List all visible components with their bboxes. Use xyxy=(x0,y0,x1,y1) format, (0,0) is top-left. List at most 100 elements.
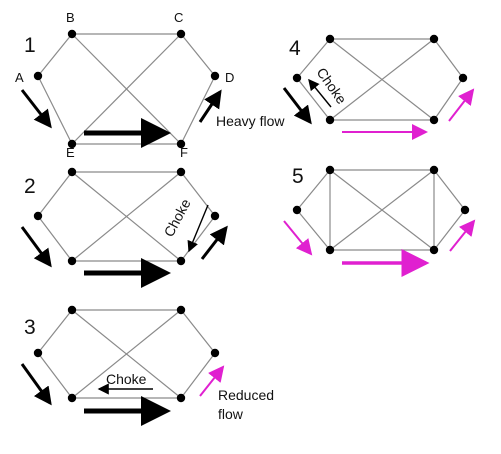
choke-arrow xyxy=(187,204,209,253)
node xyxy=(210,211,220,221)
reduced-flow-arrow-right xyxy=(449,219,476,252)
node xyxy=(67,167,77,177)
node-label-a: A xyxy=(15,70,24,85)
panel-5: 5 xyxy=(283,165,476,277)
node xyxy=(33,348,43,358)
flow-arrow xyxy=(20,226,52,268)
choke-label: Choke xyxy=(314,65,350,108)
panel-1-nodes xyxy=(33,29,220,149)
edge-d-f xyxy=(180,75,216,145)
node xyxy=(460,205,470,215)
node xyxy=(429,165,439,175)
node-d xyxy=(210,71,220,81)
panel-3-nodes xyxy=(33,305,220,403)
node xyxy=(67,305,77,315)
panel-1-edges xyxy=(37,33,216,145)
node-label-b: B xyxy=(66,10,75,25)
edge xyxy=(37,171,73,217)
panel-number: 2 xyxy=(24,175,36,198)
node xyxy=(429,245,439,255)
panel-number: 1 xyxy=(24,34,36,57)
edge-c-e xyxy=(71,33,182,145)
reduced-flow-label-line1: Reduced xyxy=(218,387,274,403)
flow-arrow xyxy=(200,225,228,260)
node-b xyxy=(67,29,77,39)
edge xyxy=(180,171,216,217)
edge xyxy=(433,209,466,251)
node xyxy=(176,393,186,403)
edge xyxy=(71,171,182,262)
flow-arrow xyxy=(282,87,312,125)
node xyxy=(176,167,186,177)
panel-4: 4 Choke xyxy=(282,34,475,140)
panel-2-nodes xyxy=(33,167,220,266)
panel-number: 4 xyxy=(289,37,301,60)
edge xyxy=(180,352,216,399)
panel-number: 5 xyxy=(292,165,304,188)
reduced-flow-arrow-right xyxy=(448,88,475,122)
flow-arrow-f-d xyxy=(198,89,222,123)
node xyxy=(176,256,186,266)
edge xyxy=(329,169,435,251)
panel-5-edges xyxy=(296,169,466,251)
panel-3: 3 Choke Reduced flow xyxy=(20,305,274,426)
node xyxy=(67,393,77,403)
heavy-flow-label: Heavy flow xyxy=(216,113,285,129)
node-e xyxy=(67,139,77,149)
flow-arrow xyxy=(20,363,52,406)
reduced-flow-label-line2: flow xyxy=(218,406,244,422)
node xyxy=(210,348,220,358)
node xyxy=(325,245,335,255)
panel-4-edges xyxy=(296,38,464,121)
node-c xyxy=(176,29,186,39)
panel-2-edges xyxy=(37,171,216,262)
edge xyxy=(433,38,464,79)
node-a xyxy=(33,71,43,81)
node xyxy=(458,73,468,83)
node-label-e: E xyxy=(66,145,75,160)
node xyxy=(429,34,439,44)
edge xyxy=(329,38,435,121)
edge xyxy=(433,169,466,211)
reduced-flow-arrow xyxy=(199,365,225,397)
edge xyxy=(37,352,73,399)
choke-label: Choke xyxy=(161,196,194,239)
edge xyxy=(37,215,73,262)
reduced-flow-arrow-left xyxy=(283,220,313,256)
flow-arrow-a-e xyxy=(20,89,52,129)
edge-c-d xyxy=(180,33,216,77)
node xyxy=(325,165,335,175)
edge-a-e xyxy=(37,75,73,145)
node-label-d: D xyxy=(225,70,234,85)
node-label-c: C xyxy=(174,10,183,25)
node xyxy=(325,115,335,125)
panel-2: 2 Choke xyxy=(20,167,228,288)
edge xyxy=(296,38,331,79)
edge xyxy=(296,77,331,121)
node-label-f: F xyxy=(180,145,188,160)
edge xyxy=(433,77,464,121)
node-f xyxy=(176,139,186,149)
edge xyxy=(296,209,331,251)
edge xyxy=(37,309,73,354)
node xyxy=(176,305,186,315)
edge xyxy=(180,309,216,354)
edge xyxy=(296,169,331,211)
node xyxy=(292,73,302,83)
node xyxy=(33,211,43,221)
edge-b-a xyxy=(37,33,73,77)
panel-4-nodes xyxy=(292,34,468,125)
panel-1: 1 A B C D E F Heavy flow xyxy=(15,10,285,160)
edge xyxy=(71,309,182,399)
panel-5-nodes xyxy=(292,165,470,255)
node xyxy=(292,205,302,215)
node xyxy=(67,256,77,266)
choke-label: Choke xyxy=(106,371,147,387)
panel-number: 3 xyxy=(24,316,36,339)
node xyxy=(325,34,335,44)
choke-arrow xyxy=(308,78,332,108)
edge xyxy=(180,215,216,262)
node xyxy=(429,115,439,125)
